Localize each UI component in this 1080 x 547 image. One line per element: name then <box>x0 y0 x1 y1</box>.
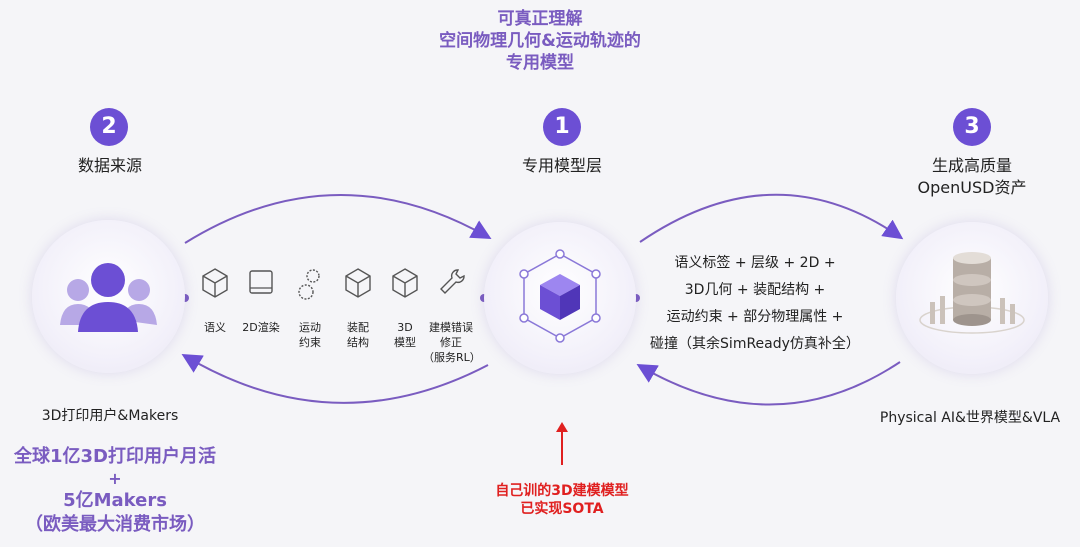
cube-icon <box>392 268 418 298</box>
feature-label: 建模错误 修正 （服务RL） <box>423 321 481 364</box>
right-title-line-1: 生成高质量 <box>931 156 1012 175</box>
step-number-3: 3 <box>953 108 991 146</box>
right-caption: Physical AI&世界模型&VLA <box>879 410 1061 426</box>
database-stack-icon <box>919 252 1025 334</box>
step-number-1: 1 <box>543 108 581 146</box>
left-node-title: 数据来源 <box>77 156 142 175</box>
feature-item: 2D渲染 <box>238 266 284 335</box>
feature-label: 运动 约束 <box>299 321 321 349</box>
output-features: 语义标签 + 层级 + 2D + 3D几何 + 装配结构 + 运动约束 + 部分… <box>640 250 870 358</box>
stat-line-3: （欧美最大消费市场） <box>25 514 205 535</box>
feature-label: 3D 模型 <box>394 321 416 349</box>
feature-label: 装配 结构 <box>347 321 369 349</box>
step-number-2: 2 <box>90 108 128 146</box>
users-circle <box>32 220 185 373</box>
left-stats: 全球1亿3D打印用户月活 + 5亿Makers （欧美最大消费市场） <box>0 445 230 537</box>
center-node-title: 专用模型层 <box>521 156 602 175</box>
output-line-2: 3D几何 + 装配结构 + <box>684 282 826 298</box>
cube-icon <box>345 268 371 298</box>
square-box-icon <box>249 270 273 294</box>
note-line-1: 自己训的3D建模模型 <box>495 483 629 499</box>
right-node-title: 生成高质量 OpenUSD资产 <box>895 155 1049 199</box>
headline-line-1: 可真正理解 <box>497 9 583 29</box>
feature-item: 建模错误 修正 （服务RL） <box>423 266 481 365</box>
feature-item: 装配 结构 <box>338 266 378 350</box>
center-note: 自己训的3D建模模型 已实现SOTA <box>470 482 654 518</box>
feature-item: 语义 <box>195 266 235 335</box>
output-line-1: 语义标签 + 层级 + 2D + <box>674 255 836 271</box>
feature-label: 2D渲染 <box>242 321 280 334</box>
headline: 可真正理解 空间物理几何&运动轨迹的 专用模型 <box>390 8 690 74</box>
left-caption: 3D打印用户&Makers <box>41 408 179 424</box>
asset-circle <box>896 222 1048 374</box>
headline-line-2: 空间物理几何&运动轨迹的 <box>439 31 641 51</box>
headline-line-3: 专用模型 <box>506 53 574 73</box>
cube-icon <box>202 268 228 298</box>
output-line-4: 碰撞（其余SimReady仿真补全） <box>650 336 860 352</box>
output-line-3: 运动约束 + 部分物理属性 + <box>666 309 844 325</box>
model-circle <box>484 222 636 374</box>
gears-icon <box>298 269 320 300</box>
users-icon <box>60 263 157 332</box>
feature-label: 语义 <box>204 321 226 334</box>
stat-line-2: 5亿Makers <box>63 490 167 511</box>
stat-plus: + <box>108 469 122 488</box>
right-title-line-2: OpenUSD资产 <box>917 178 1027 197</box>
note-line-2: 已实现SOTA <box>520 501 604 517</box>
feature-item: 3D 模型 <box>385 266 425 350</box>
network-cube-icon <box>519 249 601 343</box>
stat-line-1: 全球1亿3D打印用户月活 <box>14 446 216 467</box>
wrench-icon <box>440 269 465 294</box>
feature-list: 语义 2D渲染 运动 约束 装配 结构 3D 模型 建模错误 修正 （服务RL） <box>195 266 481 376</box>
feature-item: 运动 约束 <box>290 266 330 350</box>
